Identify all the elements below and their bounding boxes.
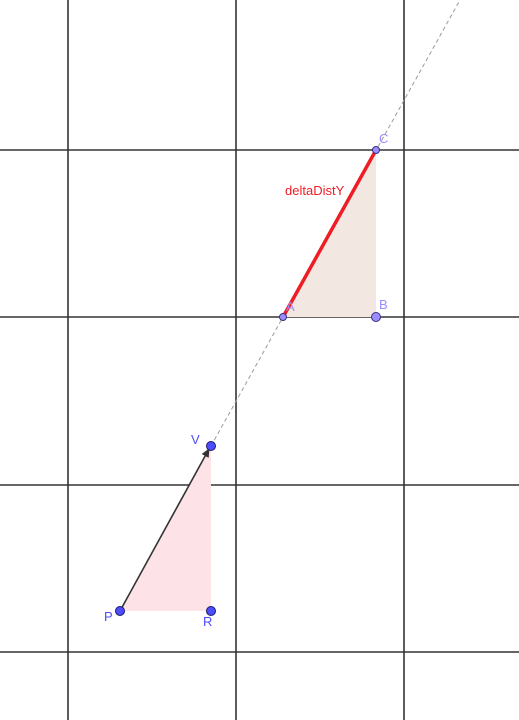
label-delta-dist-y: deltaDistY xyxy=(285,183,345,198)
point-b[interactable] xyxy=(371,312,381,322)
label-c: C xyxy=(379,131,388,146)
label-a: A xyxy=(286,299,295,314)
point-c[interactable] xyxy=(372,146,380,154)
point-v[interactable] xyxy=(206,441,216,451)
segment-delta-dist-y[interactable] xyxy=(281,148,378,319)
vector-pv[interactable] xyxy=(119,448,210,612)
label-v: V xyxy=(191,432,200,447)
label-p: P xyxy=(104,609,113,624)
label-r: R xyxy=(203,614,212,629)
point-p[interactable] xyxy=(115,606,125,616)
point-r[interactable] xyxy=(206,606,216,616)
point-a[interactable] xyxy=(279,313,287,321)
label-b: B xyxy=(379,297,388,312)
